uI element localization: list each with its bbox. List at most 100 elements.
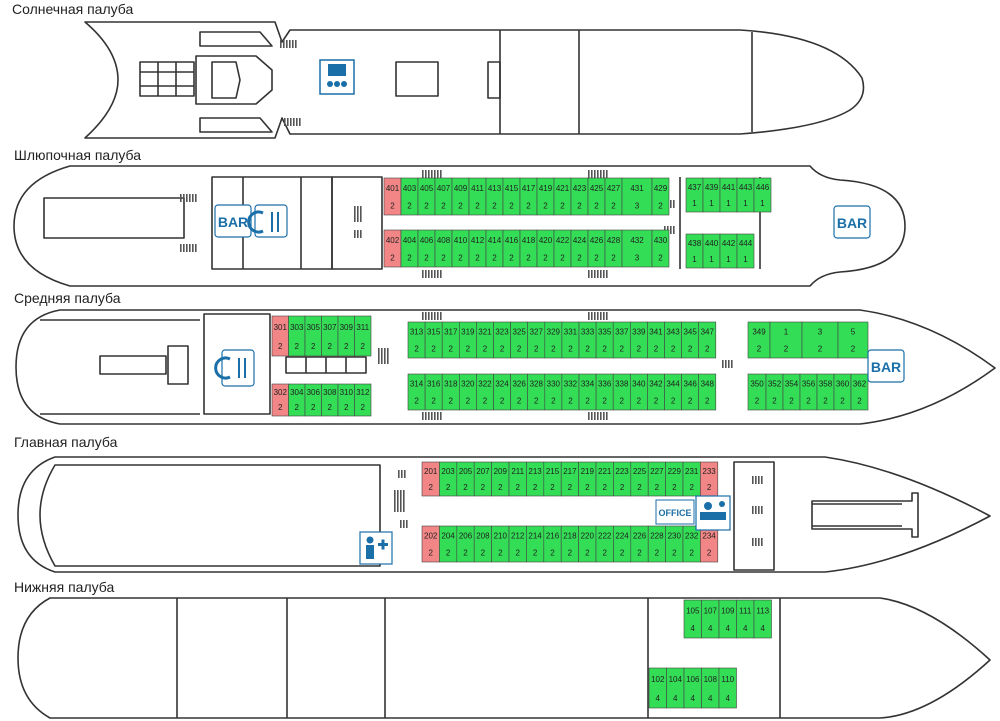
cabin-3[interactable]: 32 [801, 321, 839, 359]
